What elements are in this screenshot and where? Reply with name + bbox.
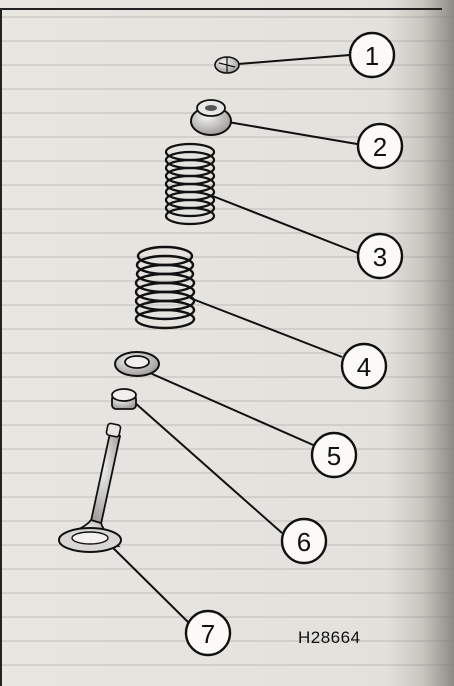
leader-line-3 — [209, 194, 359, 254]
callout-label-3: 3 — [373, 242, 387, 272]
inner-spring-icon — [164, 142, 216, 226]
callout-label-4: 4 — [357, 352, 371, 382]
callout-label-1: 1 — [365, 41, 379, 71]
callout-circle-7 — [184, 609, 232, 657]
callout-circle-3 — [356, 232, 404, 280]
callout-label-5: 5 — [327, 441, 341, 471]
callout-circle-5 — [310, 431, 358, 479]
leader-line-2 — [227, 121, 358, 145]
outer-spring-icon — [134, 245, 196, 330]
callout-label-6: 6 — [297, 527, 311, 557]
stem-oil-seal-icon — [111, 388, 137, 410]
leader-line-4 — [189, 297, 343, 358]
callout-circle-4 — [340, 342, 388, 390]
leader-line-7 — [99, 534, 191, 625]
callout-label-7: 7 — [201, 619, 215, 649]
figure-reference-code: H28664 — [298, 628, 361, 647]
leader-line-5 — [149, 372, 321, 449]
callout-label-2: 2 — [373, 132, 387, 162]
spring-cap-icon — [190, 99, 232, 136]
leader-line-6 — [133, 401, 283, 534]
figure-frame — [0, 8, 442, 686]
valve-collets-icon — [214, 56, 240, 74]
callout-circle-6 — [280, 517, 328, 565]
leader-line-1 — [237, 54, 351, 65]
valve-icon — [58, 422, 122, 553]
spring-seat-icon — [114, 351, 160, 377]
callout-circle-1 — [348, 31, 396, 79]
callout-circle-2 — [356, 122, 404, 170]
